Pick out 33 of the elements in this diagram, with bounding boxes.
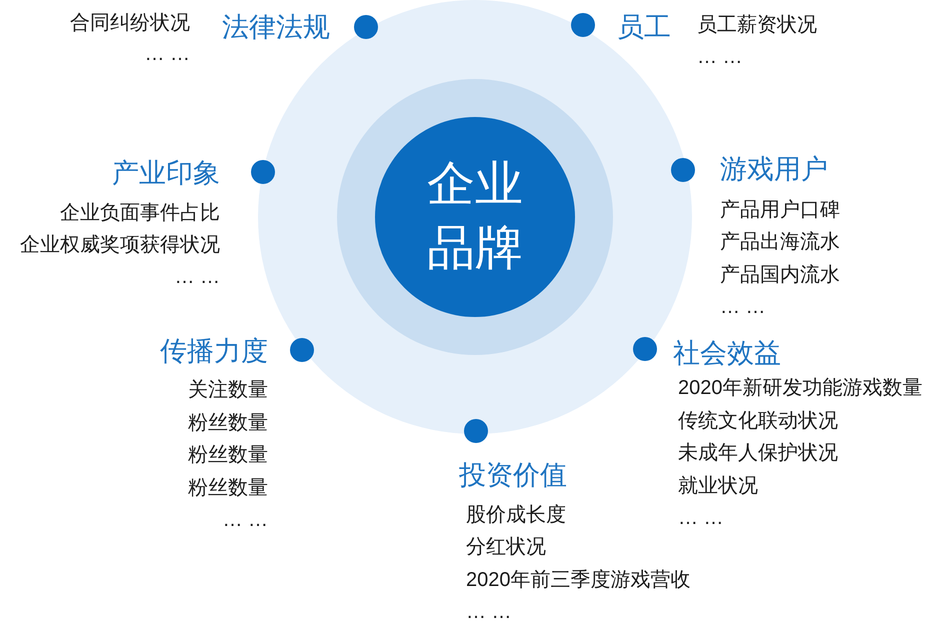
- list-item: … …: [174, 265, 220, 289]
- list-item: 2020年前三季度游戏营收: [466, 568, 690, 592]
- list-item: 企业负面事件占比: [60, 201, 220, 225]
- list-item: 产品用户口碑: [720, 198, 840, 222]
- list-item: 2020年新研发功能游戏数量: [678, 376, 922, 400]
- list-item: 传统文化联动状况: [678, 408, 838, 432]
- list-item: 分红状况: [466, 535, 546, 560]
- category-heading: 法律法规: [222, 11, 330, 43]
- list-item: 关注数量: [188, 378, 268, 402]
- category-heading: 传播力度: [160, 335, 268, 367]
- list-item: … …: [144, 42, 190, 66]
- list-item: 股价成长度: [466, 503, 566, 527]
- category-heading: 产业印象: [112, 157, 220, 189]
- list-item: 粉丝数量: [188, 476, 268, 500]
- category-heading: 社会效益: [673, 337, 781, 369]
- list-item: 员工薪资状况: [697, 13, 817, 37]
- center-title: 企业品牌: [427, 157, 523, 277]
- list-item: 合同纠纷状况: [70, 11, 190, 35]
- category-heading: 游戏用户: [720, 153, 828, 185]
- category-heading: 员工: [617, 11, 671, 43]
- list-item: 就业状况: [678, 474, 758, 498]
- list-item: … …: [720, 294, 766, 319]
- list-item: 产品出海流水: [720, 230, 840, 254]
- list-item: … …: [222, 508, 268, 532]
- list-item: … …: [466, 600, 512, 624]
- list-item: 粉丝数量: [188, 443, 268, 467]
- list-item: 产品国内流水: [720, 262, 840, 287]
- category-heading: 投资价值: [459, 459, 567, 491]
- list-item: … …: [697, 45, 743, 69]
- list-item: 企业权威奖项获得状况: [20, 233, 220, 257]
- list-item: … …: [678, 506, 724, 530]
- list-item: 粉丝数量: [188, 410, 268, 434]
- list-item: 未成年人保护状况: [678, 441, 838, 465]
